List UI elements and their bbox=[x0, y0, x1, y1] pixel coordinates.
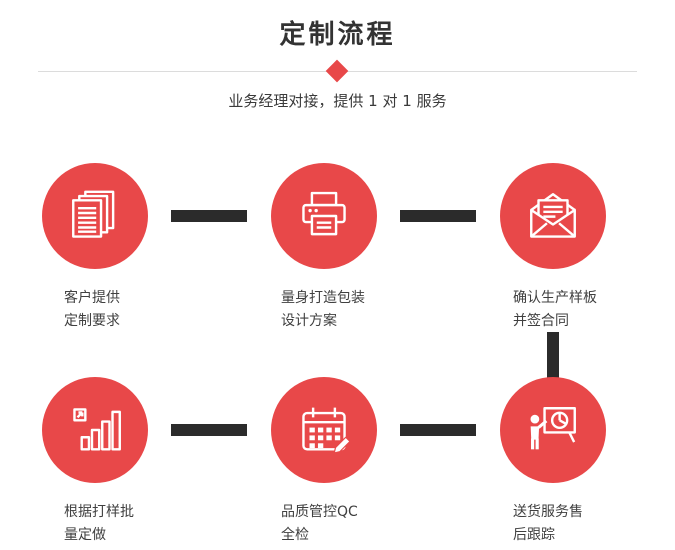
page-title: 定制流程 bbox=[279, 20, 396, 50]
presentation-icon bbox=[530, 407, 576, 450]
step-label-qc-inspection: 品质管控QC 全检 bbox=[281, 501, 358, 547]
step-circle-packaging-design bbox=[271, 163, 377, 269]
step-label-line: 送货服务售 bbox=[513, 504, 583, 520]
connector-vertical bbox=[547, 332, 559, 380]
step-label-line: 品质管控QC bbox=[281, 504, 358, 520]
step-label-packaging-design: 量身打造包装 设计方案 bbox=[281, 287, 365, 333]
step-label-line: 全检 bbox=[281, 527, 309, 543]
bar-chart-icon bbox=[73, 408, 121, 451]
step-label-batch-production: 根据打样批 量定做 bbox=[64, 501, 134, 547]
step-circle-qc-inspection bbox=[271, 377, 377, 483]
page-subtitle: 业务经理对接，提供 1 对 1 服务 bbox=[228, 92, 447, 110]
step-label-line: 后跟踪 bbox=[513, 527, 555, 543]
step-circle-customer-requirements bbox=[42, 163, 148, 269]
step-label-line: 量定做 bbox=[64, 527, 106, 543]
connector-row1-a bbox=[171, 210, 247, 222]
step-label-customer-requirements: 客户提供 定制要求 bbox=[64, 287, 120, 333]
connector-row2-b bbox=[400, 424, 476, 436]
step-label-confirm-sample-contract: 确认生产样板 并签合同 bbox=[513, 287, 597, 333]
step-label-delivery-tracking: 送货服务售 后跟踪 bbox=[513, 501, 583, 547]
step-label-line: 量身打造包装 bbox=[281, 290, 365, 306]
diamond-icon bbox=[325, 59, 349, 83]
printer-icon bbox=[302, 191, 346, 236]
step-label-line: 根据打样批 bbox=[64, 504, 134, 520]
step-label-line: 并签合同 bbox=[513, 313, 569, 329]
step-circle-confirm-sample-contract bbox=[500, 163, 606, 269]
connector-row2-a bbox=[171, 424, 247, 436]
connector-row1-b bbox=[400, 210, 476, 222]
step-label-line: 定制要求 bbox=[64, 313, 120, 329]
documents-icon bbox=[72, 190, 115, 238]
step-circle-batch-production bbox=[42, 377, 148, 483]
envelope-icon bbox=[530, 193, 576, 238]
step-circle-delivery-tracking bbox=[500, 377, 606, 483]
step-label-line: 客户提供 bbox=[64, 290, 120, 306]
calendar-icon bbox=[302, 407, 351, 454]
step-label-line: 设计方案 bbox=[281, 313, 337, 329]
step-label-line: 确认生产样板 bbox=[513, 290, 597, 306]
